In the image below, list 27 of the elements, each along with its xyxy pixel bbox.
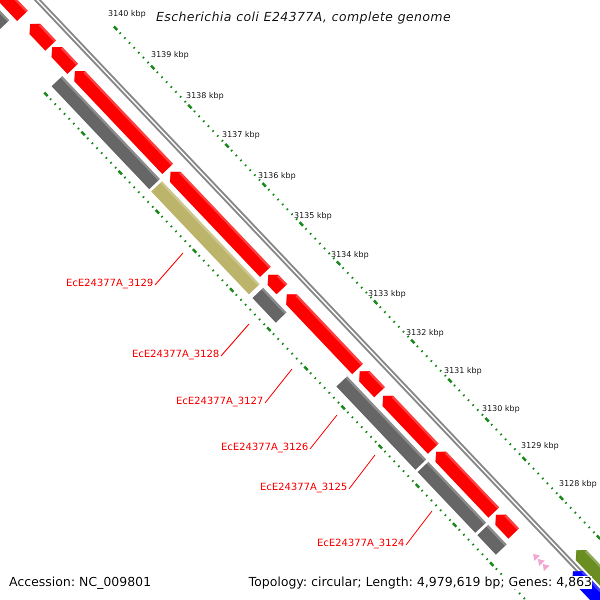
leader-line [406, 510, 432, 546]
scale-label: 3140 kbp [108, 10, 146, 18]
footer-text: Accession: NC_009801 [9, 576, 152, 588]
leader-line [310, 414, 338, 450]
scale-label: 3136 kbp [258, 172, 296, 180]
scale-label: 3128 kbp [559, 480, 597, 488]
gene-label: EcE24377A_3128 [132, 350, 220, 360]
leader-line [264, 368, 292, 404]
leader-line [220, 324, 250, 356]
scale-label: 3133 kbp [368, 290, 406, 298]
gene-label: EcE24377A_3124 [317, 539, 404, 549]
scale-label: 3131 kbp [444, 367, 482, 375]
scale-label: 3138 kbp [186, 92, 224, 100]
scale-label: 3134 kbp [331, 251, 369, 259]
gene-label: EcE24377A_3129 [66, 279, 154, 289]
scale-label: 3139 kbp [151, 51, 189, 59]
gene-label: EcE24377A_3125 [260, 483, 348, 493]
gene-label: EcE24377A_3127 [176, 397, 264, 407]
scale-label: 3129 kbp [521, 442, 559, 450]
scale-label: 3137 kbp [222, 131, 260, 139]
scale-label: 3130 kbp [482, 405, 520, 413]
leader-line [154, 252, 184, 286]
title: Escherichia coli E24377A, complete genome [156, 11, 452, 24]
leader-line [348, 454, 376, 490]
scale-label: 3135 kbp [294, 212, 332, 220]
scale-label: 3132 kbp [406, 329, 444, 337]
gene-label: EcE24377A_3126 [221, 443, 308, 453]
